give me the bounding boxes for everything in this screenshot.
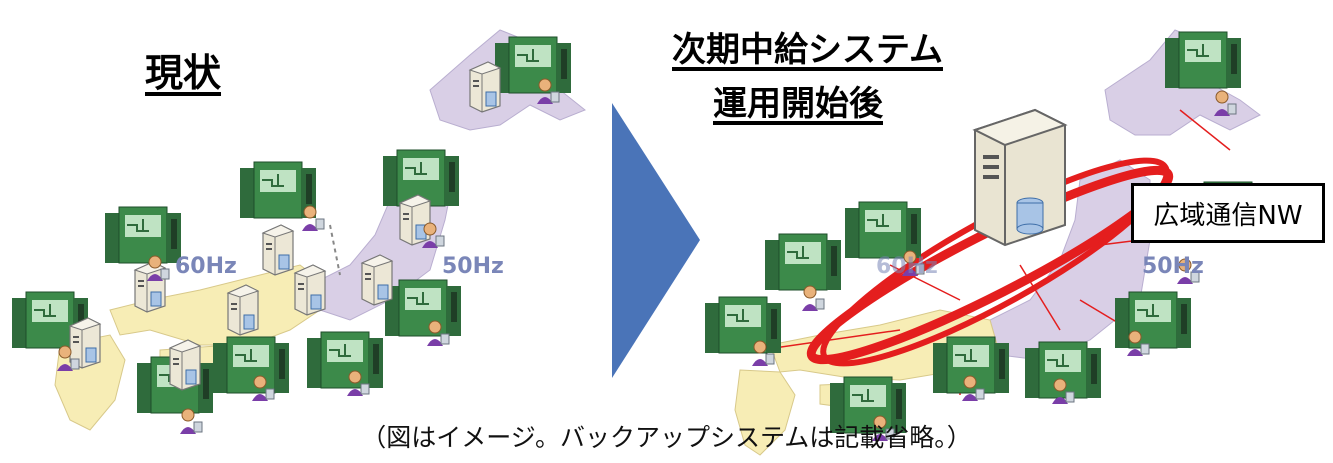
transition-arrow <box>612 103 700 378</box>
next-system-title-line1: 次期中給システム <box>672 30 943 70</box>
current-state-title: 現状 <box>145 51 222 95</box>
kyushu-region-right <box>734 369 796 456</box>
left-50hz-label: 50Hz <box>442 254 504 279</box>
frequency-boundary-left <box>329 224 341 276</box>
next-system-title-line2: 運用開始後 <box>713 84 883 124</box>
wide-area-network-label: 広域通信NW <box>1131 183 1325 243</box>
left-60hz-label: 60Hz <box>175 254 237 279</box>
figure-caption: （図はイメージ。バックアップシステムは記載省略。） <box>361 423 972 452</box>
central-server-icon <box>972 108 1068 247</box>
right-60hz-label: 60Hz <box>876 254 938 279</box>
west-japan-region-left <box>109 264 321 346</box>
right-50hz-label: 50Hz <box>1142 254 1204 279</box>
